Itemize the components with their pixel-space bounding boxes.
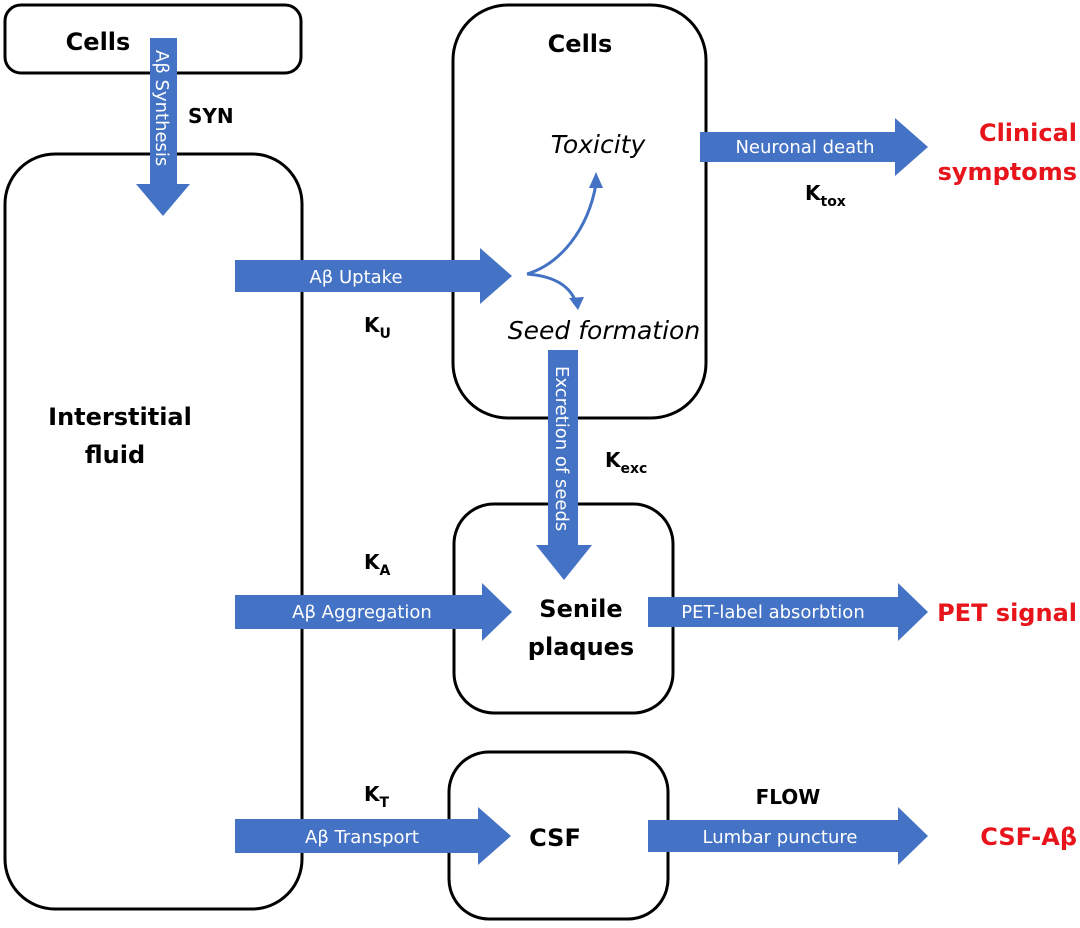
pet-absorption-arrow <box>648 583 928 641</box>
senile-plaques-label-line1: Senile <box>539 595 622 623</box>
ka-rate-base: K <box>364 550 381 574</box>
flow-rate-label: FLOW <box>756 785 821 809</box>
cells-right-box <box>451 3 708 420</box>
senile-plaques-label-line2: plaques <box>528 633 634 661</box>
pet-signal-output: PET signal <box>937 599 1077 627</box>
neuronal-death-arrow <box>700 118 928 176</box>
neuronal-death-arrow-label: Neuronal death <box>735 137 874 158</box>
seed-branch-arrowhead-icon <box>569 297 584 310</box>
lumbar-puncture-arrow-label: Lumbar puncture <box>703 827 858 848</box>
ka-rate-sub: A <box>380 563 391 579</box>
toxicity-branch-curve <box>526 183 598 276</box>
kexc-rate-base: K <box>605 448 622 472</box>
seed-formation-label: Seed formation <box>508 316 700 345</box>
csf-abeta-output: CSF-Aβ <box>980 823 1077 851</box>
aggregation-arrow <box>235 583 512 641</box>
kt-rate-sub: T <box>380 795 390 811</box>
kt-rate-base: K <box>364 782 381 806</box>
interstitial-fluid-label-line1: Interstitial <box>48 403 192 431</box>
interstitial-fluid-label-line2: fluid <box>85 441 145 469</box>
ktox-rate-base: K <box>805 181 822 205</box>
clinical-symptoms-line2: symptoms <box>938 158 1077 186</box>
syn-rate-label: SYN <box>188 104 234 128</box>
excretion-arrow <box>536 350 592 580</box>
kexc-rate-label: Kexc <box>605 448 647 477</box>
aggregation-arrow-label: Aβ Aggregation <box>292 602 432 623</box>
toxicity-branch-arrowhead-icon <box>589 172 603 188</box>
uptake-arrow <box>235 248 512 304</box>
cells-top-label: Cells <box>66 28 131 56</box>
pet-absorption-arrow-label: PET-label absorbtion <box>681 602 864 623</box>
ka-rate-label: KA <box>364 550 391 579</box>
ku-rate-sub: U <box>380 326 391 342</box>
excretion-arrow-label: Excretion of seeds <box>551 366 572 531</box>
ku-rate-base: K <box>364 313 381 337</box>
csf-label: CSF <box>529 824 581 852</box>
uptake-arrow-label: Aβ Uptake <box>309 267 402 288</box>
seed-branch-curve <box>526 272 577 301</box>
kexc-rate-sub: exc <box>621 461 648 477</box>
ku-rate-label: KU <box>364 313 391 342</box>
transport-arrow <box>235 807 511 865</box>
synthesis-arrow-label: Aβ Synthesis <box>151 50 172 166</box>
cells-right-label: Cells <box>548 30 613 58</box>
transport-arrow-label: Aβ Transport <box>305 827 419 848</box>
lumbar-puncture-arrow <box>648 807 928 865</box>
synthesis-arrow <box>136 38 190 216</box>
ktox-rate-sub: tox <box>821 194 846 210</box>
ktox-rate-label: Ktox <box>805 181 846 210</box>
toxicity-label: Toxicity <box>551 130 647 159</box>
clinical-symptoms-line1: Clinical <box>979 119 1077 147</box>
kt-rate-label: KT <box>364 782 390 811</box>
